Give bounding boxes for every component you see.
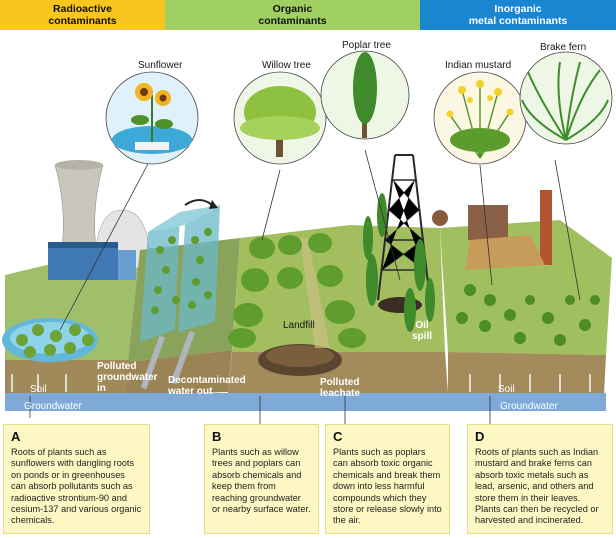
label-decontaminated-water: Decontaminated water out [168,375,246,397]
caption-box-a: A Roots of plants such as sunflowers wit… [3,424,150,534]
brake-fern-circle [519,51,613,145]
label-groundwater-right: Groundwater [500,401,558,412]
greenhouse-block [126,199,240,411]
caption-letter: D [475,429,485,444]
metal-field-plants [456,284,600,346]
caption-text: Roots of plants such as Indian mustard a… [475,447,599,526]
caption-box-b: B Plants such as willow trees and poplar… [204,424,319,534]
caption-text: Roots of plants such as sunflowers with … [11,447,142,526]
caption-letter: B [212,429,222,444]
caption-letter: A [11,429,21,444]
label-polluted-groundwater: Polluted groundwater in [97,361,158,394]
caption-text: Plants such as willow trees and poplars … [212,447,311,515]
indian-mustard-circle [433,71,527,165]
label-willow-tree: Willow tree [262,60,311,71]
caption-text: Plants such as poplars can absorb toxic … [333,447,442,526]
willow-circle [233,71,327,165]
label-soil-right: Soil [498,384,515,395]
label-landfill: Landfill [283,320,315,331]
label-groundwater-left: Groundwater [24,401,82,412]
label-oil-spill: Oil spill [412,320,433,342]
pond-plants [16,324,94,358]
caption-box-d: D Roots of plants such as Indian mustard… [467,424,613,534]
caption-box-c: C Plants such as poplars can absorb toxi… [325,424,450,534]
label-poplar-tree: Poplar tree [342,40,391,51]
leader-lines [29,149,581,424]
caption-letter: C [333,429,343,444]
label-soil-left: Soil [30,384,47,395]
label-sunflower: Sunflower [138,60,183,71]
label-indian-mustard: Indian mustard [445,60,512,71]
tree-rows [228,193,435,348]
soil-arrows [11,374,591,392]
sunflower-circle [105,71,199,165]
label-polluted-leachate: Polluted leachate [320,377,361,399]
label-brake-fern: Brake fern [540,42,587,53]
poplar-circle [320,50,410,140]
greenhouse-plants [151,228,212,314]
landfill-block [228,154,448,411]
